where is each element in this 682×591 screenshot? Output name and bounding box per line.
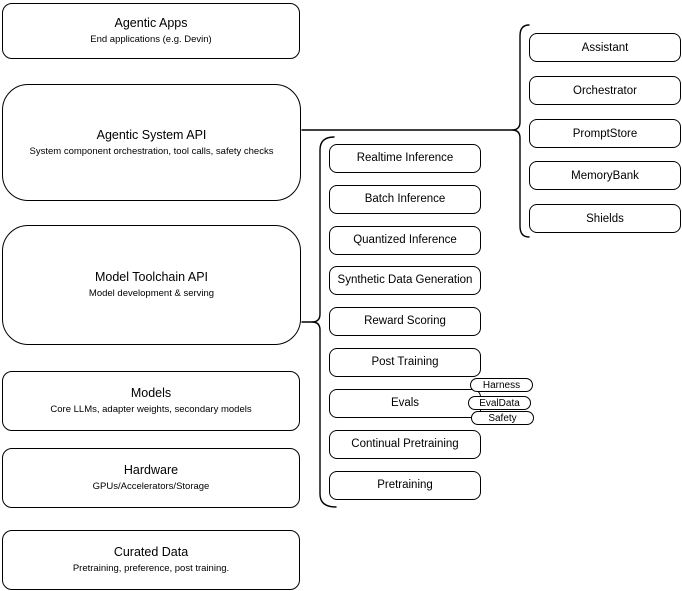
- component-box-orchestrator: Orchestrator: [529, 76, 681, 105]
- layer-box-agentic-apps: Agentic Apps End applications (e.g. Devi…: [2, 3, 300, 59]
- service-box-batch-inference: Batch Inference: [329, 185, 481, 214]
- layer-title: Model Toolchain API: [94, 270, 209, 285]
- layer-title: Hardware: [123, 463, 179, 478]
- layer-title: Agentic System API: [96, 127, 207, 142]
- service-box-evals: Evals: [329, 389, 481, 418]
- component-label: Assistant: [581, 41, 629, 54]
- service-label: Continual Pretraining: [351, 438, 459, 451]
- service-label: Quantized Inference: [353, 234, 457, 247]
- component-label: Orchestrator: [573, 84, 637, 97]
- component-label: Shields: [586, 212, 624, 225]
- layer-subtitle: Pretraining, preference, post training.: [72, 563, 230, 575]
- component-box-shields: Shields: [529, 204, 681, 233]
- service-box-quantized-inference: Quantized Inference: [329, 226, 481, 255]
- service-label: Reward Scoring: [364, 315, 446, 328]
- layer-box-curated-data: Curated Data Pretraining, preference, po…: [2, 530, 300, 590]
- service-box-reward-scoring: Reward Scoring: [329, 307, 481, 336]
- service-box-realtime-inference: Realtime Inference: [329, 144, 481, 173]
- layer-box-model-toolchain-api: Model Toolchain API Model development & …: [2, 225, 301, 345]
- layer-subtitle: End applications (e.g. Devin): [90, 34, 212, 46]
- layer-subtitle: GPUs/Accelerators/Storage: [92, 481, 210, 493]
- brace-system-components: [511, 24, 530, 238]
- service-label: Evals: [390, 397, 420, 410]
- layer-box-hardware: Hardware GPUs/Accelerators/Storage: [2, 448, 300, 508]
- tag-label: Harness: [482, 379, 521, 391]
- layer-title: Curated Data: [113, 545, 189, 560]
- component-label: MemoryBank: [571, 169, 639, 182]
- service-label: Synthetic Data Generation: [337, 274, 473, 287]
- component-box-memorybank: MemoryBank: [529, 161, 681, 190]
- service-box-pretraining: Pretraining: [329, 471, 481, 500]
- layer-box-models: Models Core LLMs, adapter weights, secon…: [2, 371, 300, 431]
- layer-subtitle: Model development & serving: [88, 288, 215, 300]
- layer-title: Agentic Apps: [114, 16, 188, 31]
- service-label: Post Training: [371, 356, 439, 369]
- evals-tag-harness: Harness: [470, 378, 533, 392]
- service-label: Pretraining: [377, 479, 433, 492]
- component-box-assistant: Assistant: [529, 33, 681, 62]
- layer-subtitle: System component orchestration, tool cal…: [29, 145, 274, 157]
- tag-label: Safety: [488, 412, 517, 424]
- tag-label: EvalData: [479, 397, 520, 409]
- evals-tag-evaldata: EvalData: [468, 396, 531, 410]
- layer-title: Models: [130, 386, 172, 401]
- layer-box-agentic-system-api: Agentic System API System component orch…: [2, 84, 301, 201]
- service-label: Realtime Inference: [356, 152, 454, 165]
- layer-subtitle: Core LLMs, adapter weights, secondary mo…: [50, 404, 252, 416]
- component-label: PromptStore: [572, 127, 638, 140]
- service-label: Batch Inference: [364, 193, 446, 206]
- service-box-continual-pretraining: Continual Pretraining: [329, 430, 481, 459]
- component-box-promptstore: PromptStore: [529, 119, 681, 148]
- service-box-post-training: Post Training: [329, 348, 481, 377]
- evals-tag-safety: Safety: [471, 411, 534, 425]
- service-box-synthetic-data-generation: Synthetic Data Generation: [329, 266, 481, 295]
